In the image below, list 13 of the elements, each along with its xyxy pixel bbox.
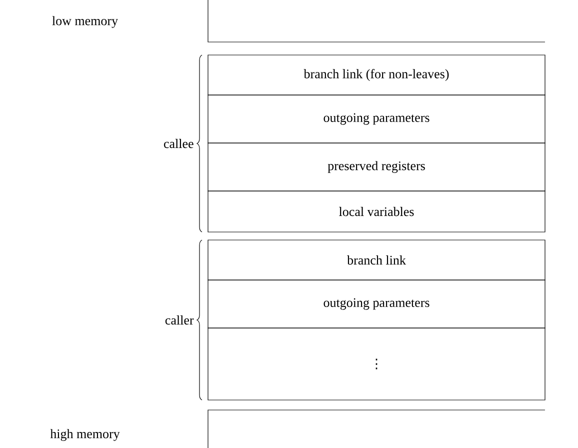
group-label: caller — [165, 315, 194, 325]
memory-label: high memory — [50, 429, 120, 441]
group-label: callee — [164, 138, 194, 148]
stack-cell: ⋮ — [208, 328, 546, 400]
open-cell — [208, 0, 546, 42]
memory-label: low memory — [52, 16, 118, 28]
stack-cell: local variables — [208, 190, 546, 232]
stack-cell: branch link — [208, 240, 546, 280]
stack-cell: preserved registers — [208, 142, 546, 192]
open-cell — [208, 410, 546, 448]
stack-cell: outgoing parameters — [208, 94, 546, 144]
stack-cell: branch link (for non-leaves) — [208, 54, 546, 96]
stack-cell: outgoing parameters — [208, 280, 546, 328]
